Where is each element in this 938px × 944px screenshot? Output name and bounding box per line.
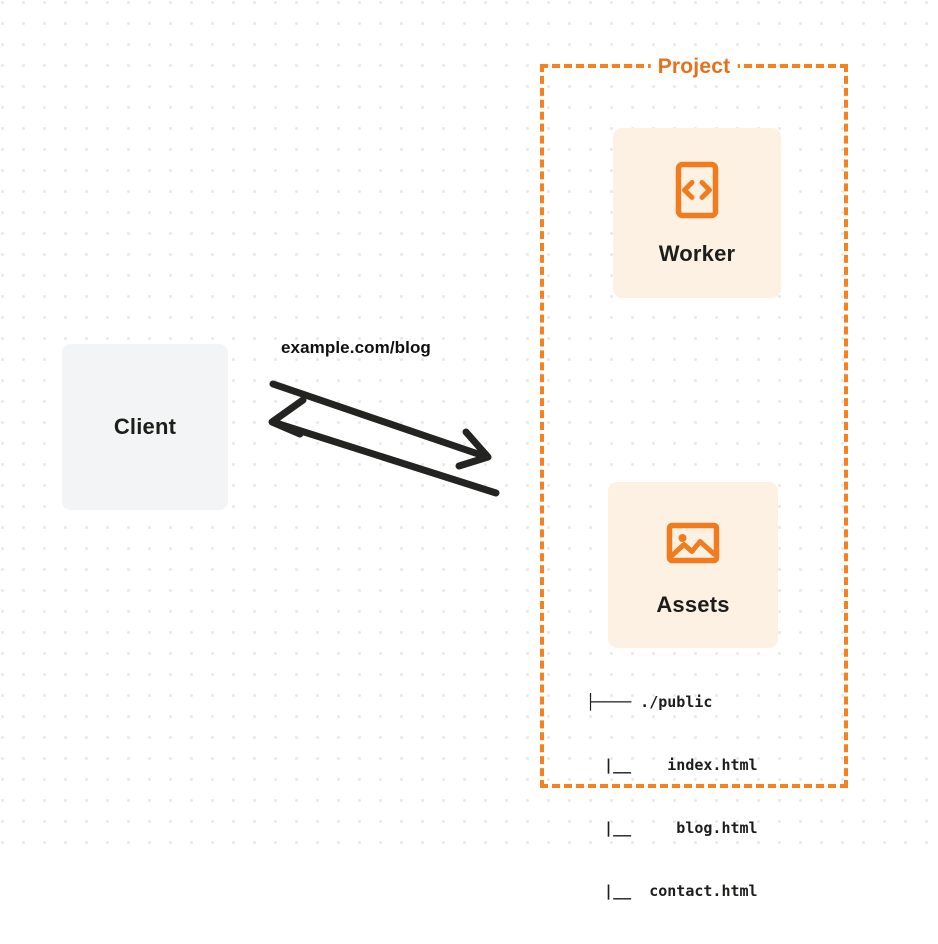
project-group: Project — [540, 54, 848, 788]
file-tree-row: |__ contact.html — [586, 882, 758, 900]
file-tree-row: ├──── ./public — [586, 693, 713, 711]
file-tree-row: |__ blog.html — [586, 819, 758, 837]
file-tree-row: |__ index.html — [586, 756, 758, 774]
edge-response-arrow — [268, 396, 500, 497]
node-client[interactable]: Client — [62, 344, 228, 510]
node-assets[interactable]: Assets — [608, 482, 778, 648]
node-client-label: Client — [113, 414, 177, 439]
diagram-canvas: Project Client Worker Assets ├──── ./pub… — [0, 0, 938, 900]
node-worker[interactable]: Worker — [613, 128, 781, 298]
asset-file-tree: ├──── ./public |__ index.html |__ blog.h… — [586, 650, 758, 944]
code-brackets-icon — [675, 161, 719, 219]
project-group-label: Project — [650, 54, 738, 80]
image-icon — [666, 522, 720, 564]
edge-request-label: example.com/blog — [281, 338, 431, 357]
edge-request-arrow — [269, 380, 492, 470]
node-worker-label: Worker — [658, 241, 736, 266]
node-assets-label: Assets — [656, 592, 730, 617]
